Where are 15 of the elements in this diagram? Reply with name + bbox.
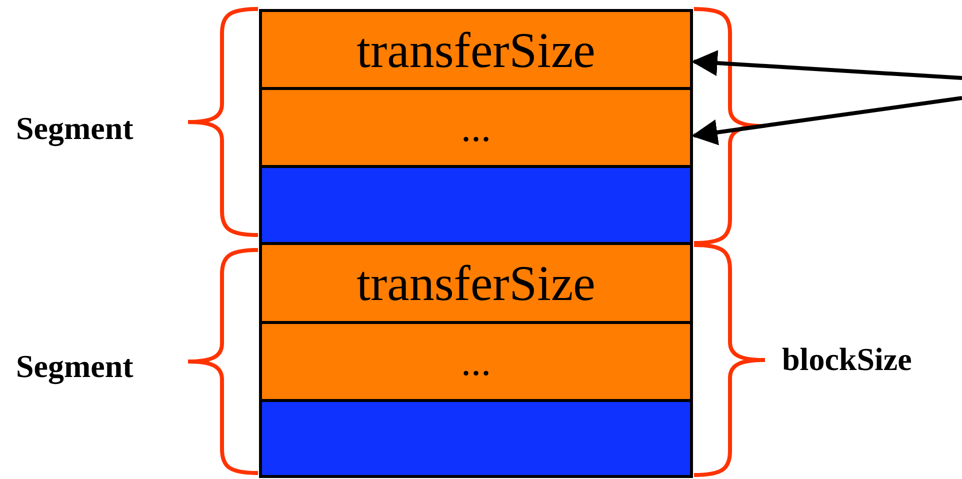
bracket-label: Segment — [16, 112, 134, 144]
field-name: transferSize — [356, 258, 596, 308]
arrow — [691, 96, 962, 146]
field-name: ... — [461, 108, 491, 148]
memory-block — [259, 399, 693, 478]
bracket-label: blockSize — [782, 343, 912, 375]
memory-field — [259, 321, 693, 402]
field-name: transferSize — [356, 24, 596, 74]
memory-block — [259, 165, 693, 245]
arrow — [691, 50, 962, 80]
memory-field — [259, 242, 693, 324]
memory-field — [259, 9, 693, 90]
bracket-label: Segment — [16, 350, 134, 382]
memory-field — [259, 87, 693, 168]
field-name: ... — [461, 342, 491, 382]
